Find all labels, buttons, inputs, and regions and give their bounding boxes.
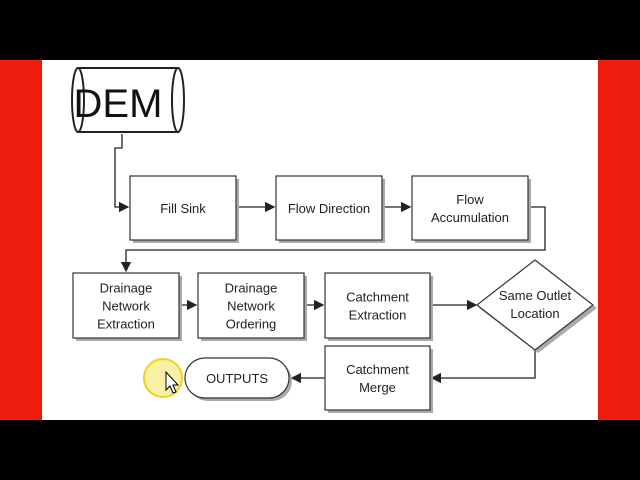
step-label-line: Extraction [349, 308, 407, 323]
sol-line-2: Location [510, 306, 559, 321]
step-label-line: Drainage [100, 281, 153, 296]
step-label-line: Catchment [346, 362, 409, 377]
arrow-acc-dne [120, 206, 546, 273]
step-label-line: Drainage [225, 281, 278, 296]
step-label-line: Fill Sink [160, 201, 206, 216]
dem-label: DEM [74, 82, 163, 126]
step-label-line: Merge [359, 380, 396, 395]
outputs-node: OUTPUTS [184, 357, 292, 401]
sol-line-1: Same Outlet [499, 288, 572, 303]
step-label-line: Flow Direction [288, 201, 370, 216]
step-label-line: Extraction [97, 317, 155, 332]
step-dir-node: Flow Direction [275, 175, 385, 243]
step-label-line: Accumulation [431, 210, 509, 225]
arrow-dem-fill [114, 134, 130, 213]
cursor-pointer-icon [165, 370, 180, 394]
step-fill-node: Fill Sink [129, 175, 239, 243]
step-label-line: Flow [456, 192, 484, 207]
dem-node: DEM [71, 67, 185, 133]
step-label-line: Network [102, 299, 150, 314]
outputs-label: OUTPUTS [206, 371, 268, 386]
right-red-bar [598, 60, 640, 420]
step-label-line: Ordering [226, 317, 277, 332]
arrow-sol-cm [430, 350, 536, 384]
left-red-bar [0, 60, 42, 420]
step-label-line: Catchment [346, 290, 409, 305]
step-label-line: Network [227, 299, 275, 314]
cursor-highlight [143, 358, 183, 398]
same-outlet-location-node: Same Outlet Location [476, 259, 597, 353]
